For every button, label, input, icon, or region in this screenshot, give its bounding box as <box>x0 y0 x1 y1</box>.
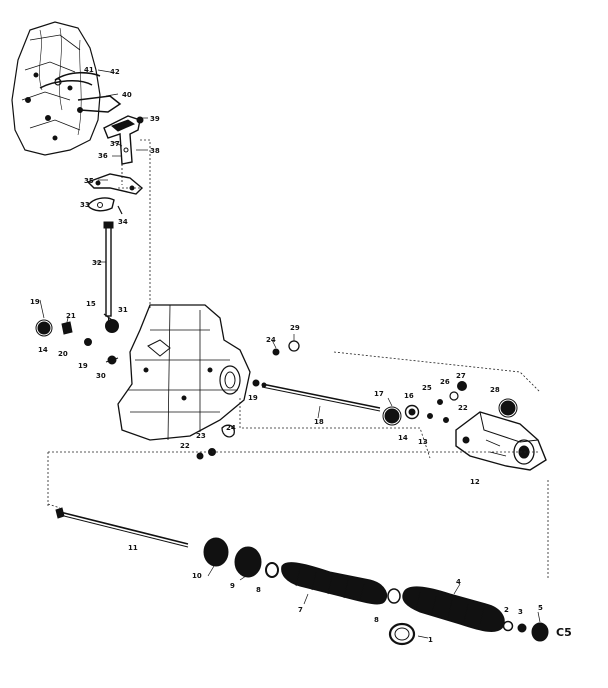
callout-33: 33 <box>80 201 90 209</box>
figure-code: C5 <box>556 626 572 639</box>
callout-36: 36 <box>98 152 108 160</box>
callout-27: 27 <box>456 372 466 380</box>
callout-18: 18 <box>314 418 324 426</box>
callout-10: 10 <box>192 572 202 580</box>
callout-4: 4 <box>456 578 461 586</box>
cam-plate-35 <box>86 173 144 195</box>
callout-40: 40 <box>122 91 132 99</box>
hardware-left <box>35 313 119 365</box>
callout-16: 16 <box>404 392 414 400</box>
callout-35: 35 <box>84 177 94 185</box>
callout-28: 28 <box>490 386 500 394</box>
callout-1: 1 <box>428 636 433 644</box>
callout-15: 15 <box>86 300 96 308</box>
callout-20: 20 <box>58 350 68 358</box>
callout-22: 22 <box>180 442 190 450</box>
callout-19c: 19 <box>248 394 258 402</box>
callout-26: 26 <box>440 378 450 386</box>
callout-25: 25 <box>422 384 432 392</box>
callout-38: 38 <box>150 147 160 155</box>
callout-41: 41 <box>84 66 94 74</box>
callout-7: 7 <box>298 606 303 614</box>
linkage-rod-42 <box>54 71 101 86</box>
callout-3: 3 <box>518 608 523 616</box>
callout-22b: 22 <box>458 404 468 412</box>
callout-23: 23 <box>196 432 206 440</box>
callout-19: 19 <box>30 298 40 306</box>
callout-39: 39 <box>150 115 160 123</box>
callout-8b: 8 <box>374 616 379 624</box>
rod-11 <box>55 507 189 548</box>
callout-12: 12 <box>470 478 480 486</box>
callout-9: 9 <box>230 582 235 590</box>
callout-17: 17 <box>374 390 384 398</box>
callout-13: 13 <box>418 438 428 446</box>
callout-31: 31 <box>118 306 128 314</box>
callout-29: 29 <box>290 324 300 332</box>
engine-housing-top <box>11 21 122 156</box>
callout-42: 42 <box>110 68 120 76</box>
callout-11: 11 <box>128 544 138 552</box>
shaft-18 <box>261 382 381 412</box>
callout-14b: 14 <box>398 434 408 442</box>
lever-33 <box>87 197 123 215</box>
callout-24: 24 <box>266 336 276 344</box>
lower-casting-12 <box>455 411 547 471</box>
callout-32: 32 <box>92 259 102 267</box>
shift-rod-32 <box>103 221 114 326</box>
hardware-right <box>382 381 518 426</box>
callout-8: 8 <box>256 586 261 594</box>
drive-parts-bottom <box>203 537 549 646</box>
callout-21: 21 <box>66 312 76 320</box>
leader-lines <box>39 69 541 639</box>
callout-2: 2 <box>504 606 509 614</box>
callout-5: 5 <box>538 604 543 612</box>
gear-housing <box>117 304 251 441</box>
callout-19b: 19 <box>78 362 88 370</box>
callout-24b: 24 <box>226 424 236 432</box>
callout-34: 34 <box>118 218 128 226</box>
callout-30: 30 <box>96 372 106 380</box>
callout-14: 14 <box>38 346 48 354</box>
callout-37: 37 <box>110 140 120 148</box>
bracket-39-38 <box>103 115 144 185</box>
